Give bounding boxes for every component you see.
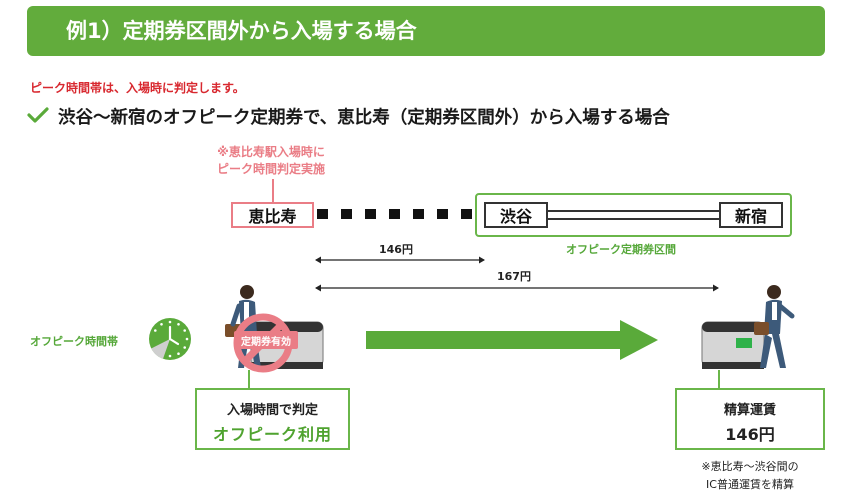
settle-note-line2: IC普通運賃を精算 — [706, 478, 794, 491]
ticket-gate-icon — [701, 321, 765, 369]
judge-line2: オフピーク利用 — [212, 425, 332, 444]
settle-note-line1: ※恵比寿〜渋谷間の — [701, 460, 799, 473]
fare-label-ebisu-shinjuku: 167円 — [497, 270, 531, 283]
station-shinjuku: 新宿 — [719, 202, 783, 228]
offpeak-pass-section-frame — [475, 193, 792, 237]
settle-connector — [718, 370, 720, 388]
fare-label-ebisu-shibuya: 146円 — [379, 243, 413, 256]
settlement-fare-box: 精算運賃 146円 — [675, 388, 825, 450]
peak-note-line1: ※恵比寿駅入場時に — [217, 145, 325, 159]
case-title: 渋谷〜新宿のオフピーク定期券で、恵比寿（定期券区間外）から入場する場合 — [58, 108, 670, 128]
outside-section-dashed-line — [317, 209, 472, 219]
judge-connector — [248, 370, 250, 388]
fare-arrow-ebisu-shinjuku — [315, 284, 719, 292]
peak-notice: ピーク時間帯は、入場時に判定します。 — [30, 81, 245, 95]
entry-judgement-box: 入場時間で判定 オフピーク利用 — [195, 388, 350, 450]
header-bar — [27, 6, 825, 56]
judge-line1: 入場時間で判定 — [226, 403, 318, 418]
pass-valid-badge: 定期券有効 — [234, 331, 298, 349]
station-ebisu: 恵比寿 — [231, 202, 314, 228]
check-icon — [27, 107, 49, 123]
station-shibuya: 渋谷 — [484, 202, 548, 228]
settle-line1: 精算運賃 — [723, 403, 776, 418]
clock-icon — [149, 318, 191, 360]
settle-fare-value: 146円 — [725, 425, 775, 444]
right-arrow-icon — [366, 320, 658, 360]
pass-section-track — [548, 210, 719, 220]
fare-arrow-ebisu-shibuya — [315, 256, 485, 264]
offpeak-section-label: オフピーク定期券区間 — [566, 243, 676, 256]
settlement-note: ※恵比寿〜渋谷間の IC普通運賃を精算 — [664, 458, 836, 494]
offpeak-time-label: オフピーク時間帯 — [30, 335, 118, 348]
callout-line — [272, 179, 274, 203]
peak-note-line2: ピーク時間判定実施 — [216, 162, 325, 176]
person-icon — [754, 285, 795, 368]
peak-judgement-note: ※恵比寿駅入場時に ピーク時間判定実施 — [196, 144, 346, 178]
page-title: 例1）定期券区間外から入場する場合 — [66, 19, 417, 43]
